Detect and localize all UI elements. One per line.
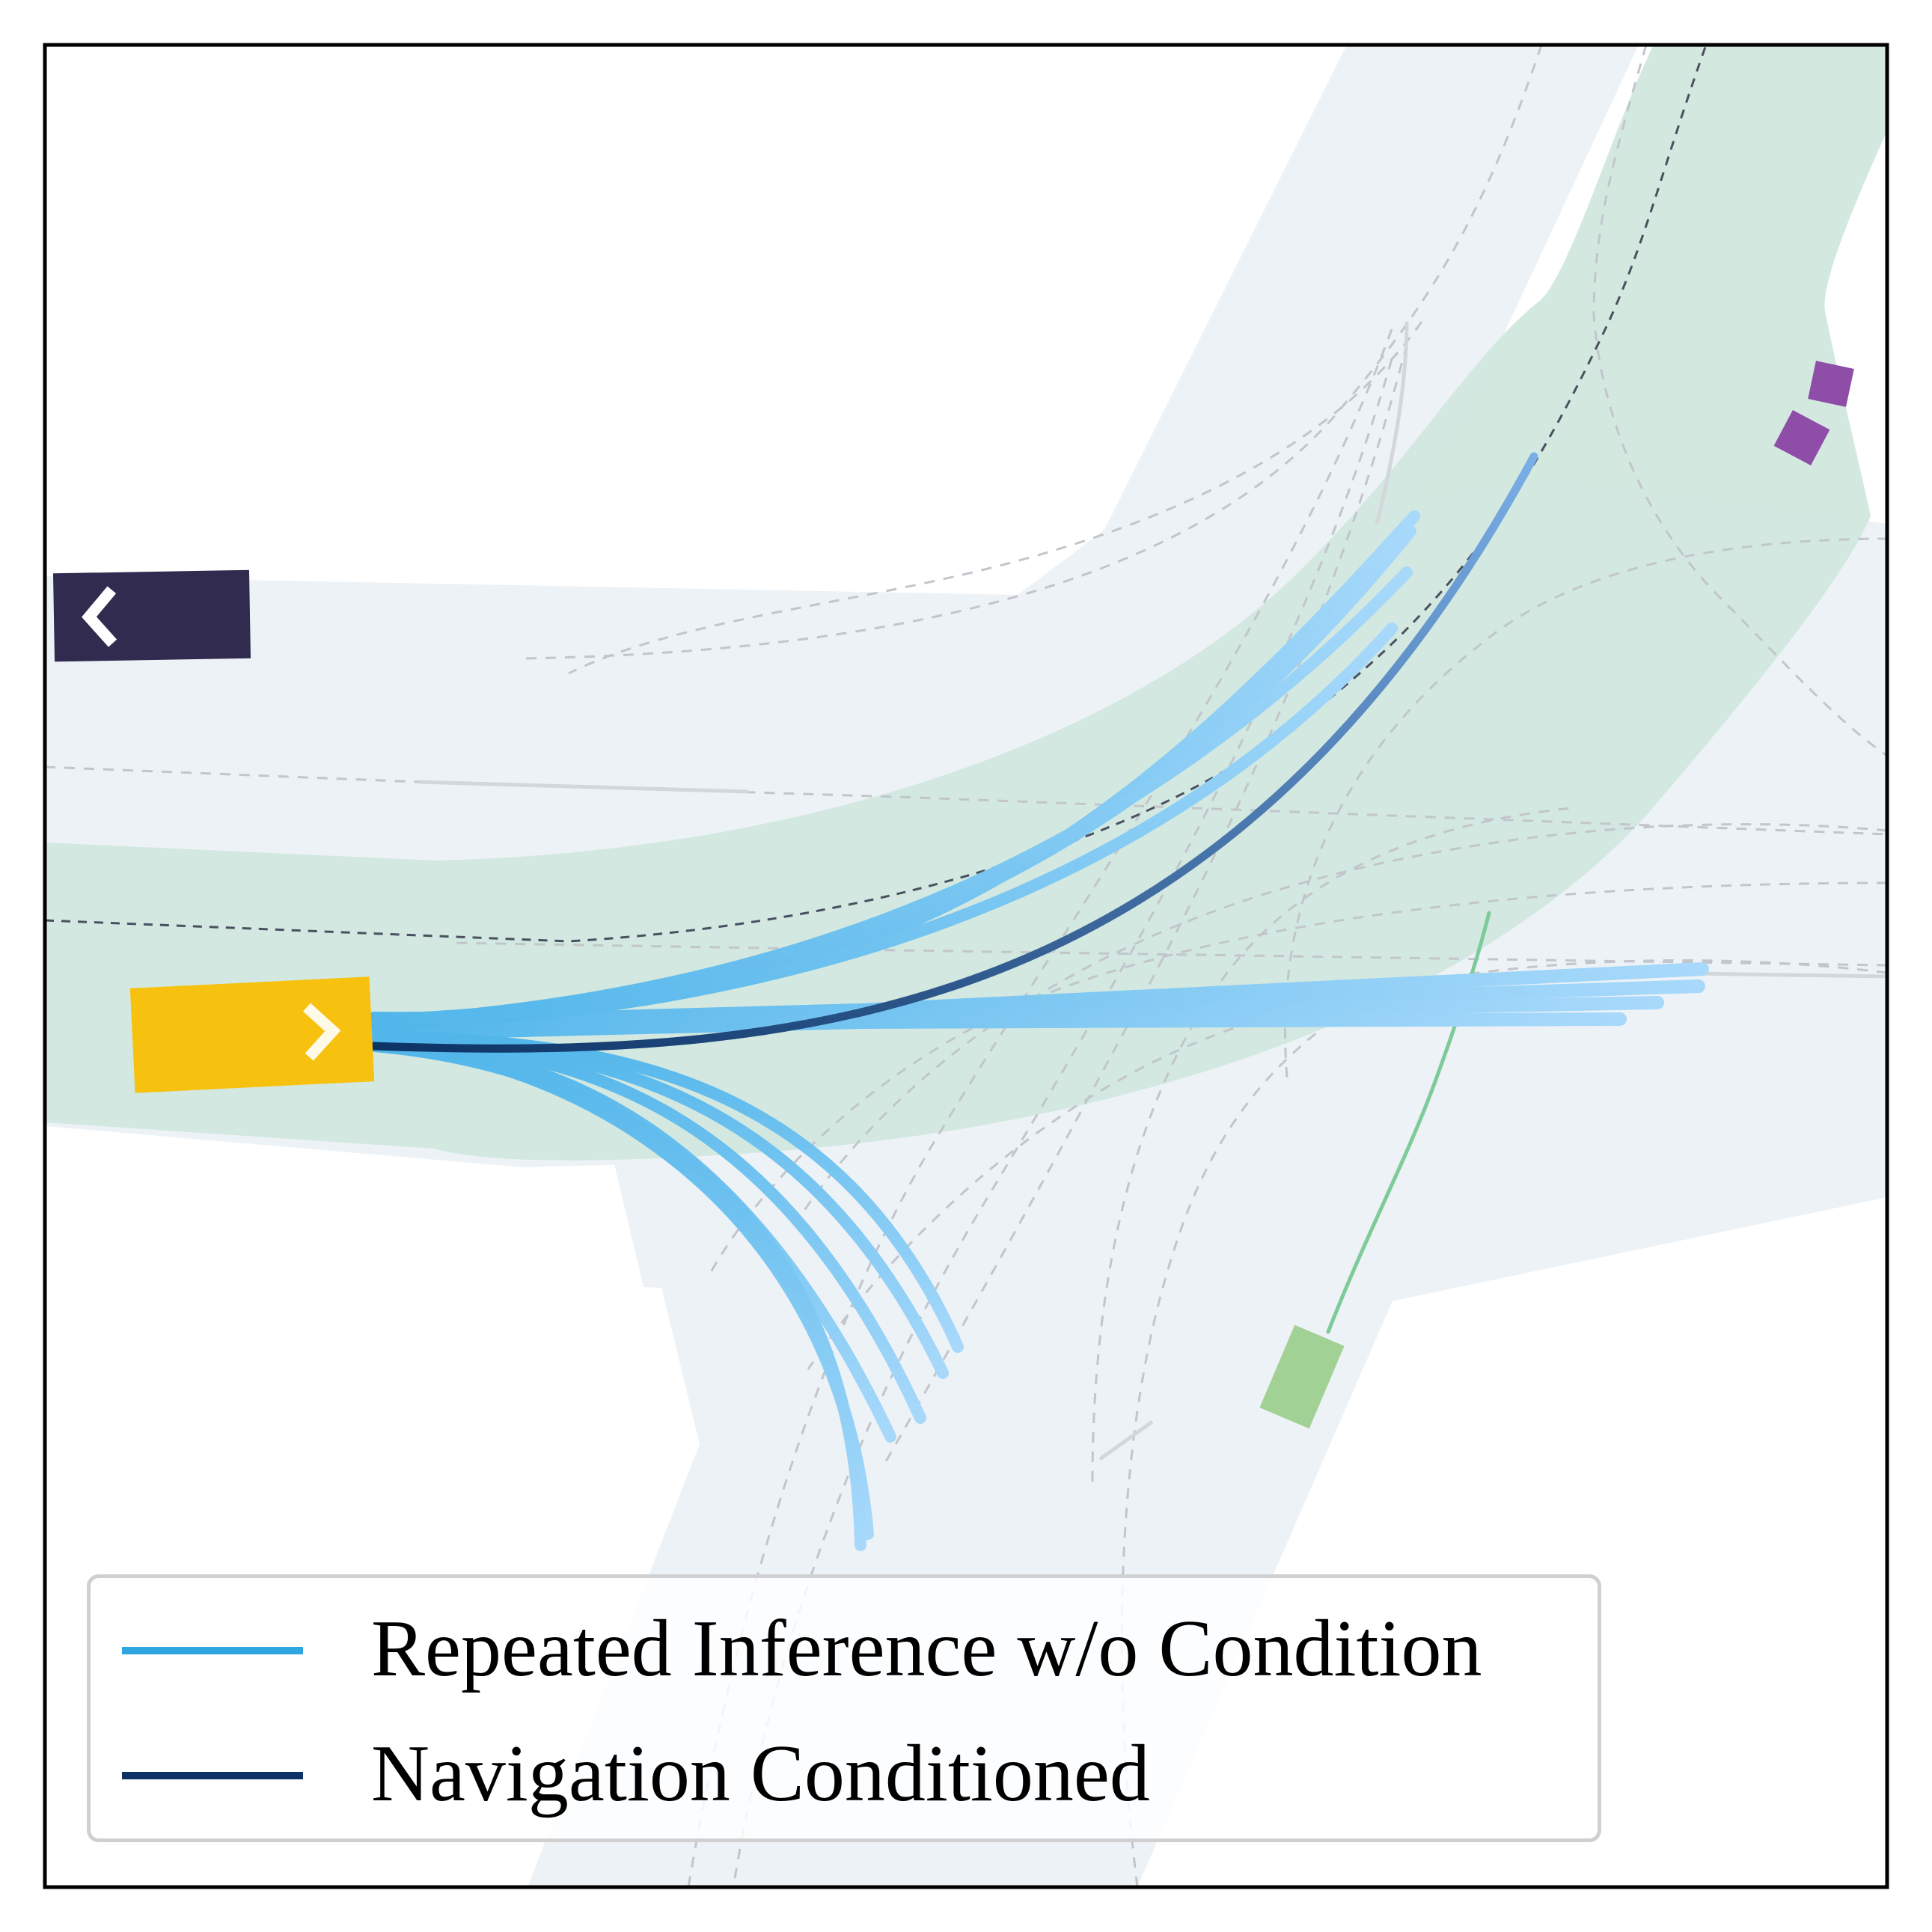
other-vehicle — [1259, 1324, 1345, 1429]
route-corridor — [45, 45, 1887, 1161]
pedestrian — [1773, 410, 1830, 465]
unconditioned-samples-left-turn — [368, 510, 1420, 1030]
pedestrian — [1808, 361, 1854, 407]
road-northeast-arm — [1092, 45, 1639, 584]
legend-swatch-conditioned — [122, 1772, 303, 1779]
plot-frame — [43, 43, 1889, 1889]
legend-swatch-unconditioned — [122, 1647, 303, 1654]
chevron-right-icon — [302, 1003, 341, 1061]
legend-item-navigation-conditioned: Navigation Conditioned — [91, 1709, 1598, 1836]
other-vehicle-trace — [1326, 911, 1491, 1334]
legend-label: Navigation Conditioned — [371, 1729, 1150, 1818]
ego-vehicle — [129, 976, 375, 1093]
navigation-conditioned-path — [370, 452, 1538, 1053]
chevron-left-icon — [82, 586, 117, 647]
legend: Repeated Inference w/o Condition Navigat… — [87, 1574, 1601, 1842]
pedestrians — [1773, 361, 1854, 465]
legend-label: Repeated Inference w/o Condition — [371, 1604, 1482, 1693]
lane-boundaries — [418, 321, 1887, 1461]
oncoming-vehicle — [52, 569, 251, 662]
legend-item-repeated-inference: Repeated Inference w/o Condition — [91, 1584, 1598, 1711]
